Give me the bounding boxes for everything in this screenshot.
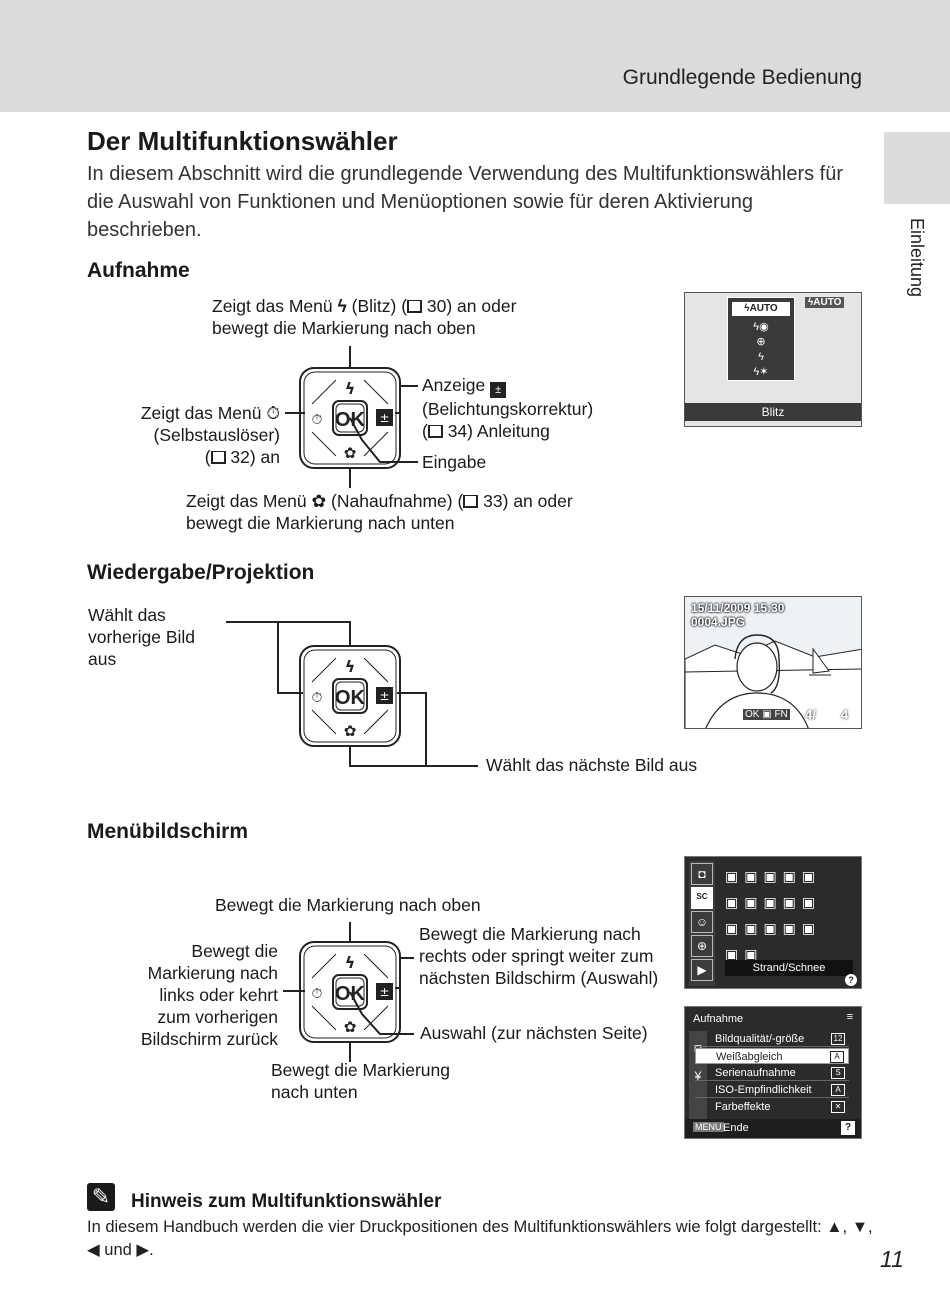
aufnahme-ok-label: Eingabe [422, 452, 487, 472]
header-title: Grundlegende Bedienung [622, 66, 862, 89]
portrait-icon[interactable]: ☺ [691, 911, 713, 933]
menue-left-label: Bewegt die Markierung nach links oder ke… [140, 941, 278, 1049]
book-icon [407, 300, 423, 313]
menu-item-farbeffekte[interactable]: Farbeffekte✕ [695, 1099, 849, 1115]
menue-down-label: Bewegt die Markierung nach unten [271, 1060, 450, 1102]
note-title: Hinweis zum Multifunktionswähler [131, 1191, 442, 1212]
movie-icon[interactable]: ▶ [691, 959, 713, 981]
scene-icon[interactable]: SC [691, 887, 713, 909]
flash-auto-indicator: ϟAUTO [805, 297, 845, 308]
multi-selector-aufnahme [299, 367, 401, 469]
flash-icon: ϟ [337, 296, 347, 316]
footer-exit-label: Ende [723, 1122, 749, 1134]
help-icon[interactable]: ? [841, 1121, 855, 1135]
settings-menu-title: Aufnahme [693, 1013, 744, 1025]
screen-caption-blitz: Blitz [685, 403, 861, 421]
scene-menu-sidebar: ◘ SC ☺ ⊕ ▶ [689, 861, 715, 986]
wiedergabe-right-label: Wählt das nächste Bild aus [486, 755, 698, 775]
playback-info: 15/11/2009 15:30 0004.JPG [691, 601, 785, 629]
menue-ok-label: Auswahl (zur nächsten Seite) [420, 1023, 648, 1043]
subject-icon[interactable]: ⊕ [691, 935, 713, 957]
scene-menu-screen: ◘ SC ☺ ⊕ ▶ ▣▣▣▣▣▣▣▣▣▣▣▣▣▣▣▣▣ Strand/Schn… [684, 856, 862, 989]
menu-list-icon: ≡ [846, 1011, 853, 1023]
camera-icon[interactable]: ◘ [691, 863, 713, 885]
side-tab [884, 132, 950, 204]
intro-text: In diesem Abschnitt wird die grundlegend… [87, 163, 843, 241]
aufnahme-down-label: Zeigt das Menü ✿ (Nahaufnahme) ( 33) an … [186, 491, 573, 533]
heading-wiedergabe: Wiedergabe/Projektion [87, 561, 315, 584]
page-number: 11 [880, 1246, 904, 1272]
settings-footer: MENU Ende ? [685, 1119, 861, 1138]
macro-icon: ✿ [311, 491, 327, 511]
scene-grid[interactable]: ▣▣▣▣▣▣▣▣▣▣▣▣▣▣▣▣▣ [725, 868, 822, 962]
heading-menue: Menübildschirm [87, 820, 249, 843]
note-pencil-icon: ✎ [87, 1183, 115, 1211]
aufnahme-left-label: Zeigt das Menü ⏱ (Selbstauslöser) ( 32) … [140, 403, 280, 467]
playback-camera-screen: 15/11/2009 15:30 0004.JPG OK ▣ FN 4/ 4 [684, 596, 862, 729]
book-icon [210, 451, 226, 464]
multi-selector-wiedergabe [299, 645, 401, 747]
wiedergabe-left-label: Wählt das vorherige Bild aus [88, 605, 195, 669]
help-icon[interactable]: ? [845, 974, 857, 986]
menu-key-icon: MENU [693, 1122, 724, 1132]
menue-up-label: Bewegt die Markierung nach oben [215, 895, 481, 915]
wrench-icon[interactable]: ¥ [694, 1069, 702, 1083]
note-text: In diesem Handbuch werden die vier Druck… [87, 1218, 873, 1259]
header-band [0, 0, 950, 112]
self-timer-icon: ⏱ [266, 403, 280, 423]
heading-aufnahme: Aufnahme [87, 259, 190, 282]
menue-right-label: Bewegt die Markierung nach rechts oder s… [419, 924, 659, 988]
aufnahme-up-label: Zeigt das Menü ϟ (Blitz) ( 30) an oder b… [212, 296, 517, 338]
scene-caption: Strand/Schnee [725, 960, 853, 976]
aufnahme-right-label: Anzeige ± (Belichtungskorrektur) ( 34) A… [422, 375, 594, 441]
multi-selector-menue [299, 941, 401, 1043]
playback-counter: 4/ [805, 707, 816, 722]
book-icon [427, 425, 443, 438]
playback-total: 4 [841, 707, 849, 722]
side-label: Einleitung [907, 218, 927, 298]
flash-auto-option[interactable]: ϟAUTO [732, 302, 790, 316]
page-title: Der Multifunktionswähler [87, 126, 398, 156]
exposure-compensation-icon: ± [490, 382, 507, 398]
playback-status-icons: OK ▣ FN [743, 709, 790, 720]
book-icon [463, 495, 479, 508]
